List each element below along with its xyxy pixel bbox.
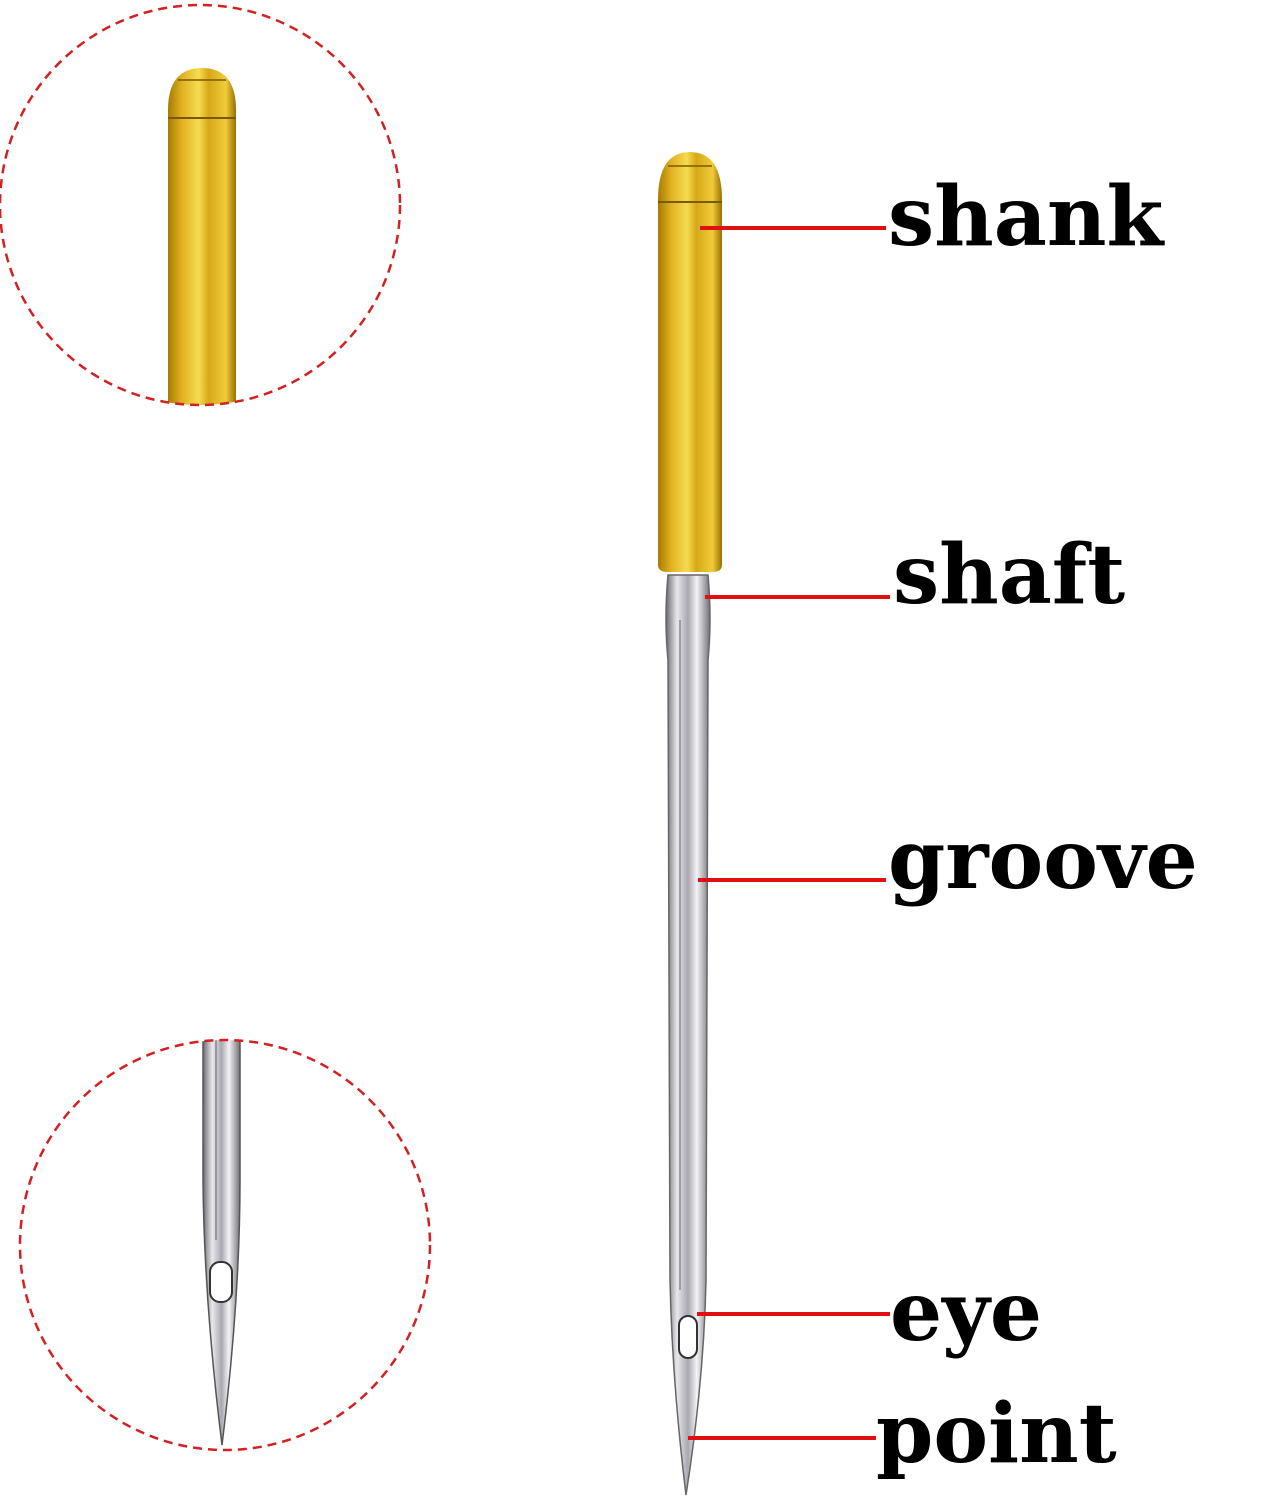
label-shank: shank [888, 169, 1166, 265]
needle-eye [678, 1315, 698, 1359]
needle [658, 152, 722, 1496]
inset-point [202, 1040, 241, 1446]
shank-detail-inset [0, 3, 402, 407]
needle-shank [658, 152, 722, 572]
point-detail-inset [18, 1038, 432, 1452]
dashed-circle-top [0, 3, 402, 407]
inset-eye [209, 1261, 233, 1303]
dashed-circle-bottom [18, 1038, 432, 1452]
needle-shaft [665, 574, 711, 1496]
label-point: point [876, 1386, 1117, 1482]
label-shaft: shaft [893, 527, 1125, 623]
inset-shank [168, 68, 236, 405]
label-eye: eye [890, 1264, 1042, 1360]
label-groove: groove [888, 812, 1198, 908]
